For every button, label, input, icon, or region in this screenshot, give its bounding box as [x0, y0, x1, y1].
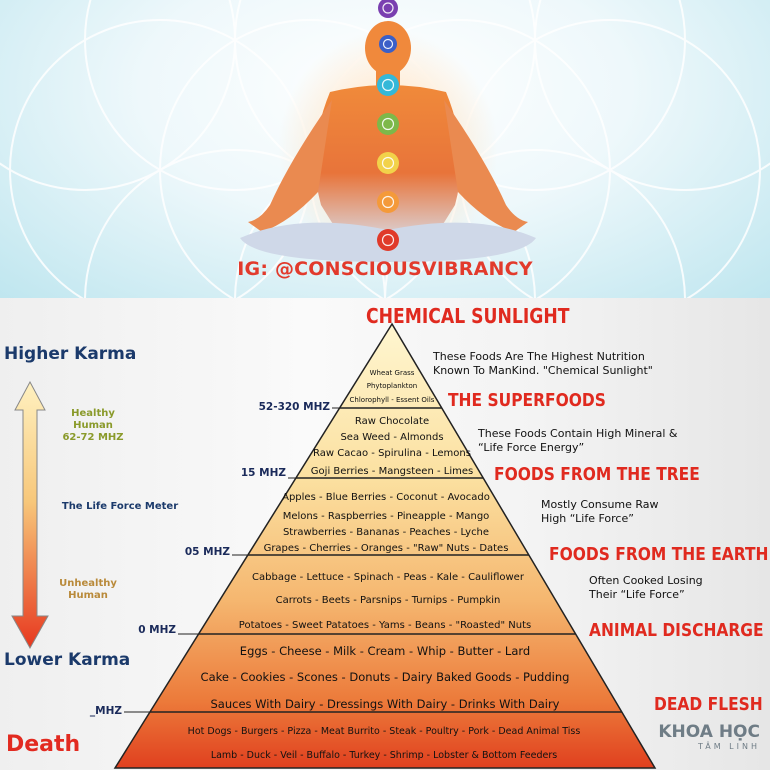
foods-from-tree-title: FOODS FROM THE TREE [494, 464, 700, 485]
food-row: Raw Chocolate [354, 416, 430, 427]
pyramid-body [113, 322, 657, 769]
food-row: Melons - Raspberries - Pineapple - Mango [282, 511, 490, 522]
dead-flesh-title: DEAD FLESH [654, 694, 763, 715]
root-chakra-icon [377, 229, 399, 251]
superfoods-description: These Foods Contain High Mineral &“Life … [478, 427, 678, 454]
higher-karma-label: Higher Karma [4, 344, 137, 364]
heart-chakra-icon [377, 113, 399, 135]
death-label: Death [6, 732, 81, 757]
food-row: Potatoes - Sweet Patatoes - Yams - Beans… [238, 620, 532, 631]
watermark-logo: KHOA HỌC TÂM LINH [658, 722, 760, 751]
flower-of-life-background [0, 0, 770, 298]
life-force-arrow [11, 380, 49, 650]
food-row: Goji Berries - Mangsteen - Limes [310, 466, 474, 477]
food-row: Sauces With Dairy - Dressings With Dairy… [210, 697, 560, 711]
food-row: Carrots - Beets - Parsnips - Turnips - P… [275, 595, 501, 606]
mhz-label: 0 MHZ [138, 624, 176, 636]
instagram-handle: IG: @CONSCIOUSVIBRANCY [237, 258, 533, 280]
food-row: Cabbage - Lettuce - Spinach - Peas - Kal… [252, 572, 524, 583]
chemical-sunlight-title: CHEMICAL SUNLIGHT [366, 304, 570, 328]
tier-dividers [124, 407, 622, 713]
food-row: Chlorophyll - Essent Oils [349, 396, 435, 404]
food-row: Strawberries - Bananas - Peaches - Lyche [282, 527, 490, 538]
food-row: Lamb - Duck - Veil - Buffalo - Turkey - … [210, 750, 558, 761]
meditation-banner: IG: @CONSCIOUSVIBRANCY [0, 0, 770, 298]
food-row: Apples - Blue Berries - Coconut - Avocad… [282, 492, 490, 503]
solar-plexus-chakra-icon [377, 152, 399, 174]
food-row: Raw Cacao - Spirulina - Lemons [313, 448, 471, 459]
sacral-chakra-icon [377, 191, 399, 213]
food-row: Cake - Cookies - Scones - Donuts - Dairy… [200, 670, 570, 684]
superfoods-title: THE SUPERFOODS [448, 390, 606, 411]
food-row: Grapes - Cherries - Oranges - "Raw" Nuts… [263, 543, 509, 554]
life-force-meter-label: The Life Force Meter [61, 501, 179, 512]
chakra-icons [377, 0, 399, 251]
animal-discharge-title: ANIMAL DISCHARGE [589, 620, 764, 641]
throat-chakra-icon [377, 74, 399, 96]
food-row: Phytoplankton [366, 382, 418, 390]
third-eye-chakra-icon [379, 35, 397, 53]
lower-karma-label: Lower Karma [4, 650, 131, 670]
food-row: Wheat Grass [369, 369, 415, 377]
mhz-label: 05 MHZ [184, 546, 230, 558]
mhz-label: 52-320 MHZ [258, 401, 330, 413]
food-row: Hot Dogs - Burgers - Pizza - Meat Burrit… [187, 726, 581, 737]
foods-from-earth-title: FOODS FROM THE EARTH [549, 544, 769, 565]
food-pyramid [11, 322, 657, 769]
crown-chakra-icon [378, 0, 398, 18]
food-row: Eggs - Cheese - Milk - Cream - Whip - Bu… [239, 644, 531, 658]
mhz-label: _MHZ [89, 705, 122, 717]
food-row: Sea Weed - Almonds [340, 432, 444, 443]
mhz-label: 15 MHZ [240, 467, 286, 479]
